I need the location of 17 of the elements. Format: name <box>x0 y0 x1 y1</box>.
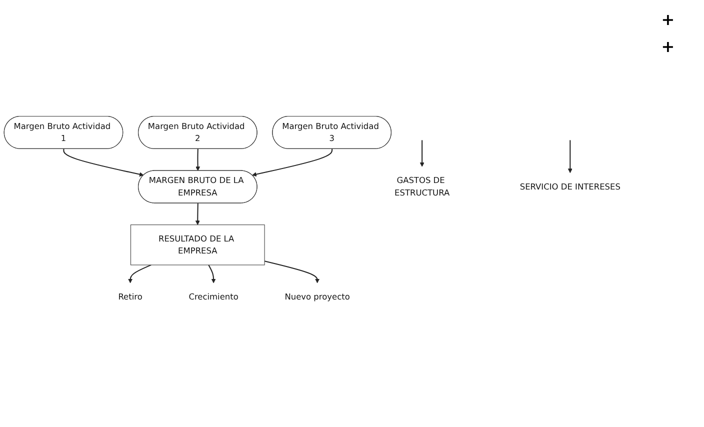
arrow <box>568 140 572 174</box>
arrow <box>128 264 152 284</box>
arrow <box>252 148 333 177</box>
node-text: Retiro <box>118 292 142 302</box>
plus-sign: + <box>660 10 676 29</box>
node-text: SERVICIO DE INTERESES <box>520 182 620 192</box>
node-box: RESULTADO DE LA EMPRESA <box>130 224 265 266</box>
arrow <box>196 148 200 171</box>
arrow <box>63 148 144 177</box>
node-text: GASTOS DE ESTRUCTURA <box>394 175 450 198</box>
node-text: Nuevo proyecto <box>284 292 350 302</box>
node-text: Crecimiento <box>188 292 238 302</box>
arrow <box>420 140 424 167</box>
arrow <box>264 260 320 284</box>
plus-sign: + <box>660 37 676 56</box>
arrow <box>208 264 216 284</box>
arrow <box>195 203 200 226</box>
